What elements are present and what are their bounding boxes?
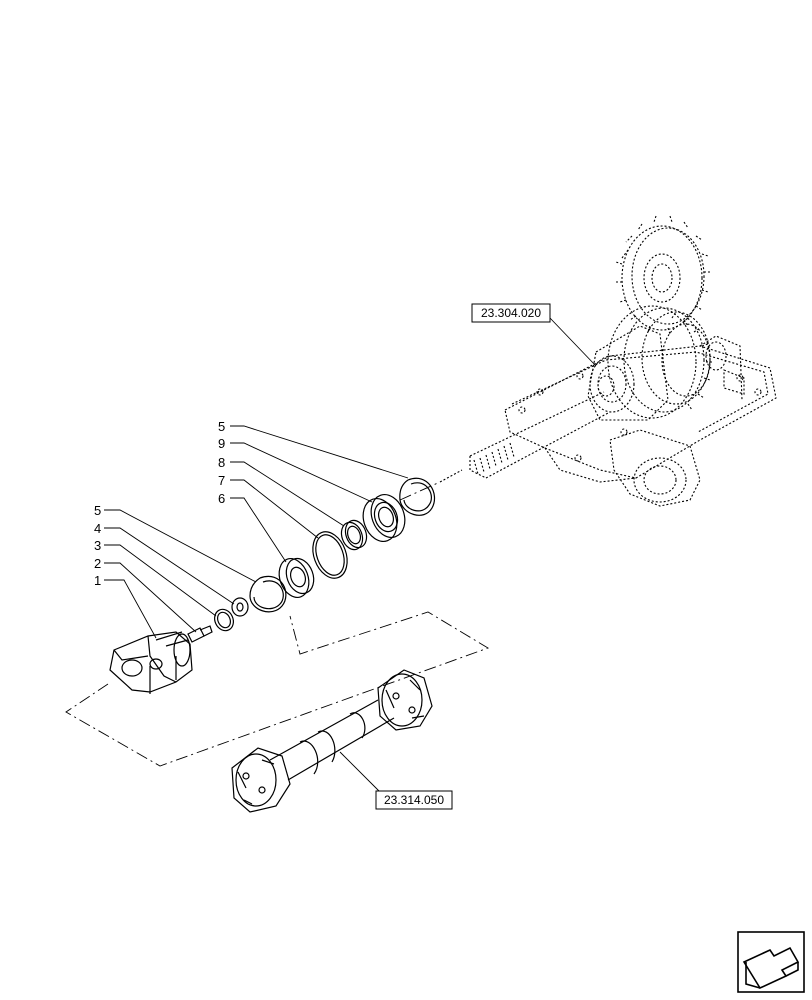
leader-lines — [104, 317, 597, 793]
spacer-ring — [340, 519, 368, 551]
o-ring-small — [214, 608, 234, 632]
callout-5-lower: 5 — [94, 503, 101, 518]
flange-yoke — [109, 631, 193, 694]
snap-ring-lower — [249, 575, 287, 613]
seal — [278, 557, 315, 598]
washer — [231, 597, 249, 617]
callout-3: 3 — [94, 538, 101, 553]
gear-cluster — [587, 215, 727, 421]
bolt — [187, 625, 213, 643]
callout-8: 8 — [218, 455, 225, 470]
callout-1: 1 — [94, 573, 101, 588]
callout-2: 2 — [94, 556, 101, 571]
callout-6: 6 — [218, 491, 225, 506]
callout-numbers: 1 2 3 4 5 6 7 8 9 5 — [94, 419, 225, 588]
next-page-arrow-icon[interactable] — [737, 931, 805, 993]
assembly-lines — [65, 481, 490, 767]
reference-gearbox-label: 23.304.020 — [481, 306, 541, 320]
bearing — [362, 494, 406, 542]
drive-shaft — [231, 669, 433, 813]
output-shaft — [439, 391, 611, 483]
snap-ring-upper — [399, 477, 436, 516]
gearbox-housing — [504, 335, 777, 507]
callout-4: 4 — [94, 521, 101, 536]
callout-5-upper: 5 — [218, 419, 225, 434]
o-ring-large — [312, 531, 348, 579]
reference-gearbox[interactable]: 23.304.020 — [471, 303, 551, 323]
callout-7: 7 — [218, 473, 225, 488]
reference-driveshaft-label: 23.314.050 — [384, 793, 444, 807]
reference-driveshaft[interactable]: 23.314.050 — [375, 790, 453, 810]
callout-9: 9 — [218, 436, 225, 451]
